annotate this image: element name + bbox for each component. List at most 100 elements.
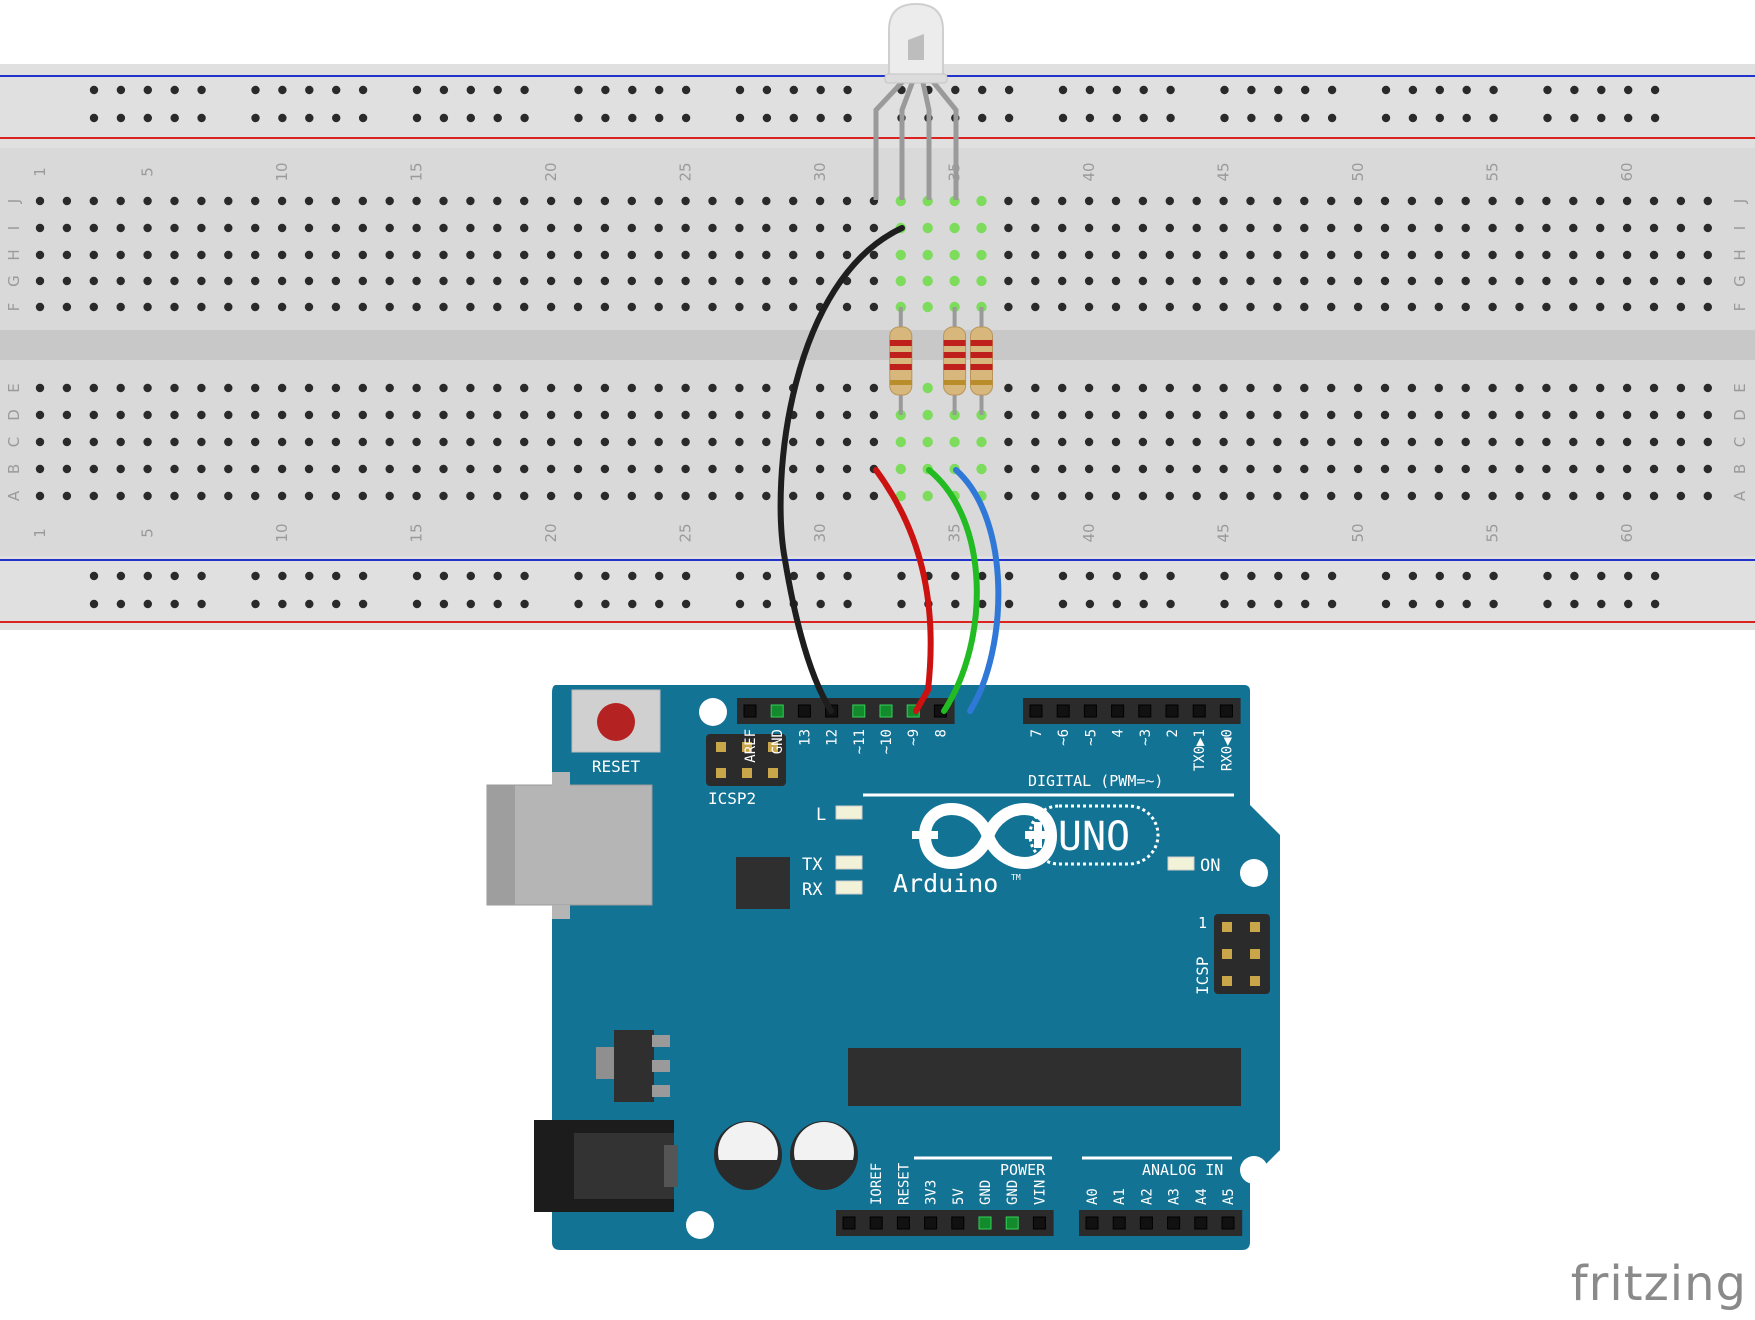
breadboard-hole[interactable] [1353,223,1363,233]
rail-hole[interactable] [1139,571,1148,581]
breadboard-hole[interactable] [1084,276,1094,286]
breadboard-hole[interactable] [224,410,233,420]
breadboard-hole[interactable] [170,223,179,233]
breadboard-hole[interactable] [62,276,72,286]
breadboard-hole[interactable] [1300,464,1309,474]
breadboard-hole[interactable] [1084,250,1094,260]
rail-hole[interactable] [789,113,798,123]
rail-hole[interactable] [897,571,906,581]
rail-hole[interactable] [762,599,772,609]
breadboard-hole[interactable] [1569,410,1578,420]
breadboard-hole[interactable] [358,223,367,233]
breadboard-hole[interactable] [627,491,636,501]
breadboard-hole[interactable] [708,464,717,474]
rail-hole[interactable] [89,113,99,123]
rail-hole[interactable] [1220,85,1229,95]
rail-hole[interactable] [1543,571,1552,581]
breadboard-hole[interactable] [251,276,260,286]
breadboard-hole[interactable] [304,196,314,206]
breadboard-hole[interactable] [1542,437,1551,447]
breadboard-hole[interactable] [1219,223,1228,233]
breadboard-hole[interactable] [493,223,502,233]
breadboard-hole[interactable] [1300,491,1309,501]
breadboard-hole[interactable] [654,464,663,474]
breadboard-hole[interactable] [735,464,744,474]
rail-hole[interactable] [951,599,960,609]
breadboard-hole[interactable] [1058,437,1067,447]
breadboard-hole[interactable] [1380,196,1390,206]
breadboard-hole[interactable] [331,437,341,447]
rail-hole[interactable] [278,85,287,95]
breadboard-hole[interactable] [197,302,206,312]
rail-hole[interactable] [1085,113,1095,123]
breadboard-hole[interactable] [1569,223,1578,233]
breadboard-hole[interactable] [116,276,125,286]
breadboard-hole[interactable] [573,491,583,501]
breadboard-hole[interactable] [170,302,179,312]
breadboard-hole[interactable] [735,250,744,260]
rail-hole[interactable] [574,85,583,95]
breadboard-hole[interactable] [1461,196,1470,206]
breadboard-hole[interactable] [1596,250,1605,260]
rail-hole[interactable] [1112,113,1122,123]
rail-hole[interactable] [816,571,825,581]
breadboard-hole[interactable] [304,464,314,474]
breadboard-hole[interactable] [493,464,502,474]
breadboard-hole[interactable] [627,276,636,286]
breadboard-hole[interactable] [1165,410,1175,420]
breadboard-hole[interactable] [520,437,529,447]
breadboard-hole[interactable] [520,196,529,206]
breadboard-hole[interactable] [1004,491,1013,501]
breadboard-hole[interactable] [1165,437,1175,447]
breadboard-hole[interactable] [708,223,717,233]
breadboard-hole[interactable] [1407,250,1417,260]
rail-hole[interactable] [951,85,960,95]
rail-hole[interactable] [628,599,637,609]
breadboard-hole[interactable] [1327,276,1336,286]
rail-hole[interactable] [681,113,691,123]
breadboard-hole[interactable] [1219,464,1228,474]
breadboard-hole[interactable] [1165,491,1175,501]
breadboard-hole[interactable] [762,491,771,501]
breadboard-hole[interactable] [1649,464,1659,474]
rail-hole[interactable] [1597,85,1606,95]
breadboard-hole[interactable] [1407,276,1417,286]
breadboard-hole[interactable] [869,302,879,312]
rail-hole[interactable] [628,571,637,581]
rail-hole[interactable] [1435,113,1445,123]
breadboard-hole[interactable] [627,196,636,206]
blue-wire[interactable] [953,467,1002,714]
breadboard-hole[interactable] [546,276,556,286]
breadboard-hole[interactable] [520,302,529,312]
breadboard-hole[interactable] [1300,196,1309,206]
breadboard-hole[interactable] [735,491,744,501]
breadboard-hole[interactable] [1703,196,1713,206]
rail-hole[interactable] [1247,599,1256,609]
breadboard-hole[interactable] [842,410,852,420]
breadboard-hole[interactable] [197,223,206,233]
rail-hole[interactable] [681,599,691,609]
breadboard-hole[interactable] [1004,223,1013,233]
breadboard-hole[interactable] [277,383,287,393]
rail-hole[interactable] [951,571,960,581]
rail-hole[interactable] [1085,85,1095,95]
breadboard-hole[interactable] [1111,437,1121,447]
breadboard-hole[interactable] [1676,437,1686,447]
breadboard-hole[interactable] [358,410,367,420]
header-pin[interactable] [869,1216,883,1230]
breadboard-hole[interactable] [1488,223,1497,233]
breadboard-hole[interactable] [735,302,744,312]
breadboard-hole[interactable] [385,250,394,260]
breadboard-hole[interactable] [762,437,771,447]
breadboard-hole[interactable] [197,410,206,420]
breadboard-hole[interactable] [1622,464,1632,474]
breadboard-hole[interactable] [1138,383,1148,393]
breadboard-hole[interactable] [1327,302,1336,312]
breadboard-hole[interactable] [1300,437,1309,447]
breadboard-hole[interactable] [439,383,448,393]
rail-hole[interactable] [681,571,691,581]
breadboard-hole[interactable] [681,437,690,447]
rail-hole[interactable] [439,85,449,95]
rail-hole[interactable] [1650,571,1660,581]
breadboard-hole[interactable] [224,276,233,286]
